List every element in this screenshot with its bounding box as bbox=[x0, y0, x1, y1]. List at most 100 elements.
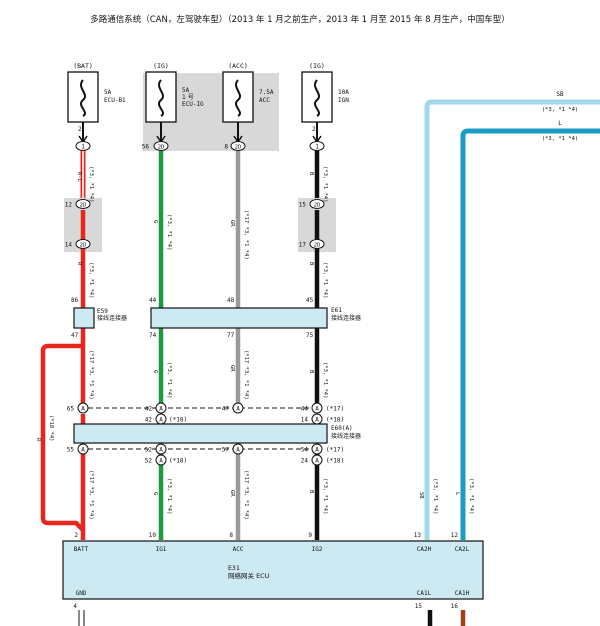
connector-e61-id: E61 bbox=[331, 307, 342, 314]
fuse-bat-pin-top: 2 bbox=[78, 126, 82, 133]
e60-pin-a-bat-top-letter: A bbox=[81, 406, 85, 413]
e60-row1-pin-ig2: 44 bbox=[301, 406, 309, 413]
terminal-ig2-1-label: 1 bbox=[315, 144, 319, 151]
ecu-id: E31 bbox=[228, 564, 240, 572]
e60-pin-a-ig2-4: A bbox=[311, 454, 323, 466]
fuse-ig2: (IG) 10A IGN 2 bbox=[301, 62, 349, 133]
wire-note-bat-loop: (*18 *4) bbox=[48, 415, 54, 442]
ecu-pin-ca2h-num: 13 bbox=[414, 532, 422, 539]
fuse-acc-body bbox=[222, 71, 254, 123]
connector-e61-pin-out-ig1: 74 bbox=[149, 332, 157, 339]
fuse-bat: (BAT) 5A ECU-B1 2 bbox=[67, 62, 126, 133]
e60-pin-a-ig1-4-letter: A bbox=[159, 458, 163, 465]
wire-note-acc-2: (*17 *3, *1 *4) bbox=[243, 350, 249, 400]
ecu-e31 bbox=[62, 540, 484, 600]
connector-e60-desc: 接线连接器 bbox=[331, 432, 361, 440]
e60-pin-a-ig1-top: A bbox=[155, 402, 167, 414]
fuse-ig2-body bbox=[301, 71, 333, 123]
fuse-ig1-symbol bbox=[158, 79, 164, 117]
wire-label-acc-1: GR bbox=[229, 220, 235, 227]
ecu-pin-acc-num: 8 bbox=[229, 532, 233, 539]
wire-label-bat-mid: R bbox=[76, 262, 82, 266]
ecu-pin-ca1l-num: 15 bbox=[415, 603, 423, 610]
e60-row2-note-ig2: (*18) bbox=[326, 417, 344, 424]
connector-e61-pin-in-acc: 48 bbox=[227, 297, 235, 304]
terminal-acc-2d: 2D 8 bbox=[224, 141, 246, 151]
connector-e61-pin-out-ig2: 75 bbox=[306, 332, 314, 339]
junction-bat-bottom-pin: 14 bbox=[65, 242, 73, 249]
wire-label-acc-2: GR bbox=[229, 365, 235, 372]
wire-bat-loop bbox=[40, 343, 85, 532]
wire-label-ig2-3: B bbox=[308, 370, 314, 374]
e60-row3-note-ig2: (*17) bbox=[326, 447, 344, 454]
fuse-ig2-pin-top: 2 bbox=[312, 126, 316, 133]
connector-e61-desc: 接线连接器 bbox=[331, 314, 361, 322]
ecu-pin-ig1-label: IG1 bbox=[156, 546, 167, 553]
e60-pin-a-ig1-4: A bbox=[155, 454, 167, 466]
e60-pin-a-acc-top: A bbox=[232, 402, 244, 414]
terminal-ig1-pin: 56 bbox=[142, 144, 150, 151]
ecu-pin-batt-label: BATT bbox=[74, 546, 89, 553]
fuse-bat-symbol bbox=[80, 79, 86, 117]
e60-pin-a-ig2-bot-letter: A bbox=[315, 447, 319, 454]
connector-e61-pin-in-ig2: 45 bbox=[306, 297, 314, 304]
fuse-ig2-source: (IG) bbox=[309, 62, 325, 70]
wire-note-can-l: (*3, *1 *4) bbox=[542, 136, 578, 142]
junction-ig2-bottom: 2D 17 bbox=[299, 239, 325, 249]
terminal-ig1-2d: 2D 56 bbox=[142, 141, 169, 151]
e60-row4-note-ig2: (*18) bbox=[326, 458, 344, 465]
ecu-pin-gnd-num: 4 bbox=[73, 603, 77, 610]
e60-row3-pin-ig2: 54 bbox=[301, 447, 309, 454]
wire-note-acc-1: (*17 *3, *1 *4) bbox=[243, 210, 249, 260]
wire-label-ig1-1: G bbox=[152, 220, 158, 223]
ecu-pin-ca1l-label: CA1L bbox=[417, 590, 432, 597]
ecu-pin-ig1-num: 10 bbox=[149, 532, 157, 539]
fuse-ig1-rating: 5A bbox=[182, 87, 190, 94]
fuse-acc-symbol bbox=[235, 79, 241, 117]
e60-pin-a-ig1-2-letter: A bbox=[159, 417, 163, 424]
junction-ig2-bottom-label: 2D bbox=[314, 243, 321, 249]
fuse-ig2-name: IGN bbox=[338, 97, 349, 104]
wire-note-ig2-2: (*3, *1 *4) bbox=[322, 262, 328, 298]
connector-e59-pin-in: 86 bbox=[71, 297, 79, 304]
ecu-pin-gnd-label: GND bbox=[76, 590, 87, 597]
ecu-pin-ig2-label: IG2 bbox=[312, 546, 323, 553]
fuse-ig1-source: (IG) bbox=[153, 62, 169, 70]
wire-can-sb bbox=[424, 99, 600, 540]
junction-bat-bottom-label: 2D bbox=[80, 243, 87, 249]
connector-e59 bbox=[73, 307, 95, 329]
e60-pin-a-ig2-top-letter: A bbox=[315, 406, 319, 413]
wire-note-bat-low: (*17 *3, *1 *4) bbox=[88, 350, 94, 400]
terminal-bat-1-label: 1 bbox=[81, 144, 85, 151]
terminal-bat-1: 1 bbox=[75, 141, 91, 151]
ecu-name: 网络网关 ECU bbox=[228, 571, 270, 580]
e60-row2-note-ig1: (*18) bbox=[169, 417, 187, 424]
e60-row3-pin-acc: 57 bbox=[222, 447, 230, 454]
wire-note-can-sb-vert: (*3, *1 *4) bbox=[432, 478, 438, 514]
wire-note-ig2-4: (*3, *1 *4) bbox=[322, 478, 328, 514]
e60-pin-a-bat-bot: A bbox=[77, 443, 89, 455]
fuse-ig1: (IG) 5A 1 号 ECU-IG bbox=[145, 62, 204, 123]
wire-note-ig1-3: (*3, *1 *4) bbox=[166, 478, 172, 514]
wire-can-l bbox=[460, 128, 600, 540]
diagram-title: 多路通信系统（CAN，左驾驶车型）（2013 年 1 月之前生产，2013 年 … bbox=[90, 14, 510, 25]
connector-e61-pin-out-acc: 77 bbox=[227, 332, 235, 339]
junction-ig2-top-pin: 15 bbox=[299, 202, 307, 209]
fuse-ig1-name1: 1 号 bbox=[182, 94, 194, 101]
wire-note-ig1-2: (*3, *1 *4) bbox=[166, 362, 172, 398]
connector-e59-desc: 接线连接器 bbox=[97, 314, 127, 322]
e60-row4-pin-ig1: 52 bbox=[145, 458, 153, 465]
e60-row1-pin-acc: 47 bbox=[222, 406, 230, 413]
e60-pin-a-acc-bot-letter: A bbox=[236, 447, 240, 454]
e60-pin-a-ig1-bot-letter: A bbox=[159, 447, 163, 454]
wire-label-bat-upper: R-L bbox=[76, 172, 82, 183]
e60-pin-a-ig2-bot: A bbox=[311, 443, 323, 455]
connector-e59-pin-out: 47 bbox=[71, 332, 79, 339]
fuse-ig1-name2: ECU-IG bbox=[182, 101, 204, 108]
e60-pin-a-acc-top-letter: A bbox=[236, 406, 240, 413]
fuse-acc-rating: 7.5A bbox=[259, 89, 274, 96]
wire-label-ig1-3: G bbox=[152, 492, 158, 495]
connector-e61 bbox=[150, 307, 328, 329]
junction-ig2-bottom-pin: 17 bbox=[299, 242, 307, 249]
